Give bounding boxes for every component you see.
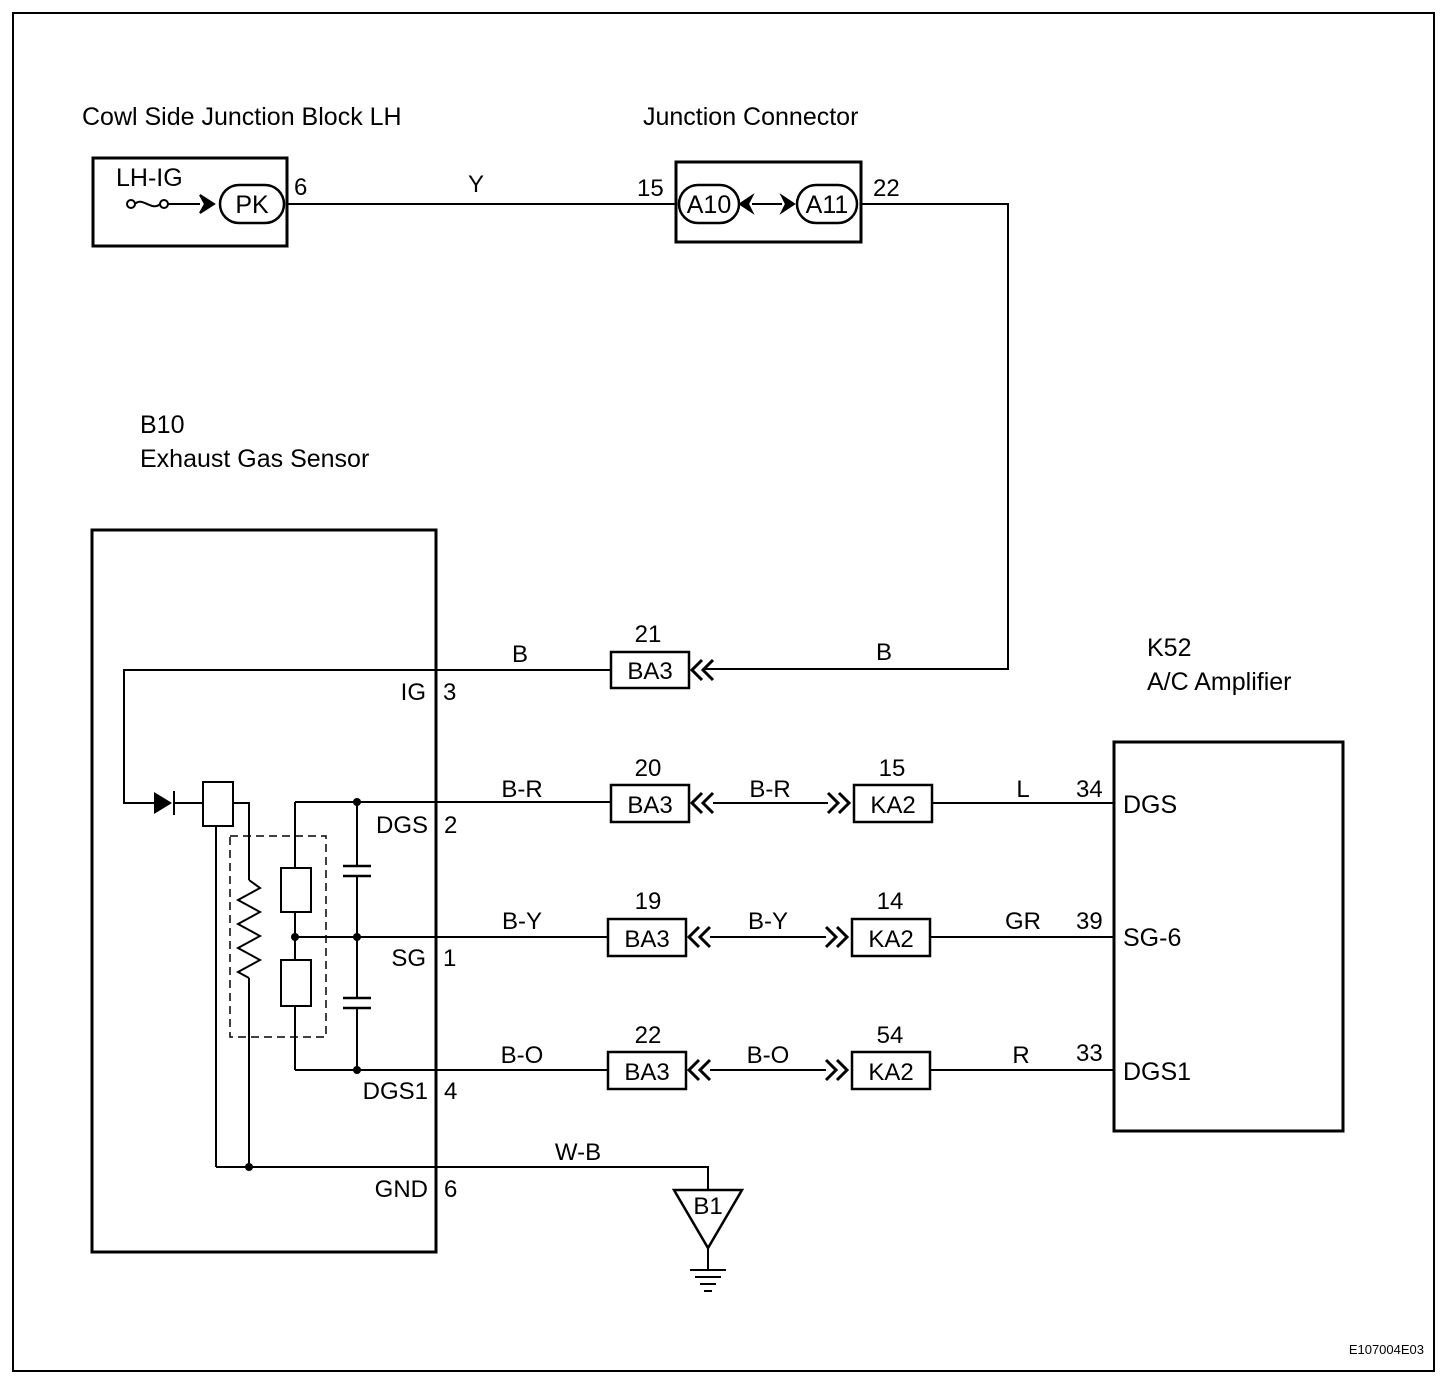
dgs-ka2-pin: 15 [879, 755, 906, 782]
amplifier-box [1112, 740, 1345, 1133]
heater-element [202, 781, 234, 827]
junction-right-pin: 22 [873, 175, 900, 202]
pk-connector-label: PK [235, 191, 269, 219]
ig-terminal-name: IG [401, 679, 426, 706]
diode-icon [154, 791, 203, 815]
dgs-ba3-connector [609, 783, 691, 824]
amp-sg6-name: SG-6 [1123, 924, 1181, 952]
sg-right-wire-label: GR [1005, 908, 1041, 935]
fuse-label: LH-IG [116, 164, 183, 192]
dgs1-right-wire-label: R [1012, 1042, 1029, 1069]
junction-dot [353, 1066, 361, 1074]
amp-dgs-name: DGS [1123, 791, 1177, 819]
amplifier-code: K52 [1147, 634, 1191, 662]
wire-y-label: Y [468, 171, 484, 198]
chevron-icon [779, 193, 796, 215]
wire-junction-b-label: B [876, 639, 892, 666]
amp-sg6-pin: 39 [1076, 908, 1103, 935]
gnd-terminal-pin: 6 [444, 1176, 457, 1203]
heater-wire-right [233, 802, 250, 880]
double-chevron-icon [826, 791, 852, 815]
dgs1-ka2-pin: 54 [877, 1022, 904, 1049]
fuse-icon [126, 199, 200, 209]
chevron-icon [738, 193, 755, 215]
dgs1-ba3-label: BA3 [624, 1059, 669, 1086]
dgs1-terminal-name: DGS1 [363, 1078, 428, 1105]
sensor-code: B10 [140, 411, 184, 439]
dgs1-ba3-pin: 22 [635, 1022, 662, 1049]
sensor-name: Exhaust Gas Sensor [140, 445, 369, 473]
dgs1-mid-wire-label: B-O [747, 1042, 790, 1069]
sg-mid-wire-label: B-Y [748, 908, 788, 935]
pk-connector [218, 183, 286, 225]
sg-ba3-pin: 19 [635, 888, 662, 915]
sg-ka2-label: KA2 [868, 926, 913, 953]
ground-wire-label: W-B [555, 1139, 601, 1166]
cell-resistor-top [280, 867, 312, 913]
dgs-right-wire-label: L [1016, 776, 1029, 803]
cell-resistor-bottom [280, 959, 312, 1007]
junction-connector-title: Junction Connector [643, 103, 858, 131]
dgs1-terminal-pin: 4 [444, 1078, 457, 1105]
junction-dot [353, 933, 361, 941]
double-chevron-icon [824, 1058, 850, 1082]
double-chevron-icon [689, 658, 715, 682]
sg-terminal-name: SG [391, 945, 426, 972]
double-chevron-icon [824, 925, 850, 949]
ground-point-icon [671, 1188, 745, 1251]
wire-junction-to-ba3 [704, 203, 1009, 670]
sg-ba3-label: BA3 [624, 926, 669, 953]
diagram-frame [12, 12, 1435, 1372]
gnd-terminal-name: GND [375, 1176, 428, 1203]
double-chevron-icon [689, 791, 715, 815]
amplifier-name: A/C Amplifier [1147, 668, 1291, 696]
a11-connector-label: A11 [806, 191, 849, 219]
dgs-mid-wire-label: B-R [749, 776, 790, 803]
ig-terminal-pin: 3 [443, 679, 456, 706]
amp-dgs1-pin: 33 [1076, 1040, 1103, 1067]
dgs1-ba3-connector [606, 1050, 688, 1091]
dgs-left-wire-label: B-R [501, 776, 542, 803]
earth-ground-icon [690, 1269, 726, 1292]
dgs-ka2-connector [852, 783, 934, 824]
dgs-ba3-label: BA3 [627, 792, 672, 819]
dgs1-left-wire-label: B-O [501, 1042, 544, 1069]
a11-connector [795, 183, 859, 225]
junction-dot [291, 933, 299, 941]
junction-left-pin: 15 [637, 175, 664, 202]
chevron-icon [199, 194, 216, 214]
amp-dgs-pin: 34 [1076, 776, 1103, 803]
sg-ba3-connector [606, 917, 688, 958]
dgs-terminal-name: DGS [376, 812, 428, 839]
sensor-box [90, 528, 438, 1254]
junction-dot [353, 798, 361, 806]
ground-point-label: B1 [693, 1193, 722, 1220]
sg-ka2-pin: 14 [877, 888, 904, 915]
ig-ba3-connector [609, 650, 691, 690]
dgs1-ka2-label: KA2 [868, 1059, 913, 1086]
sg-left-wire-label: B-Y [502, 908, 542, 935]
a10-connector-label: A10 [687, 191, 731, 219]
wire-ground [216, 1166, 709, 1190]
ig-ba3-pin: 21 [635, 621, 662, 648]
cowl-pin: 6 [294, 174, 307, 201]
double-chevron-icon [686, 925, 712, 949]
wire-ig-internal [123, 669, 611, 804]
cowl-block-title: Cowl Side Junction Block LH [82, 103, 402, 131]
wire-ig-b-label: B [512, 641, 528, 668]
dgs-terminal-pin: 2 [444, 812, 457, 839]
dgs-ka2-label: KA2 [870, 792, 915, 819]
heater-resistor-icon [235, 879, 263, 979]
amp-dgs1-name: DGS1 [1123, 1058, 1191, 1086]
sg-terminal-pin: 1 [443, 945, 456, 972]
ig-ba3-label: BA3 [627, 658, 672, 685]
dgs-ba3-pin: 20 [635, 755, 662, 782]
double-chevron-icon [686, 1058, 712, 1082]
figure-code: E107004E03 [1349, 1342, 1424, 1357]
